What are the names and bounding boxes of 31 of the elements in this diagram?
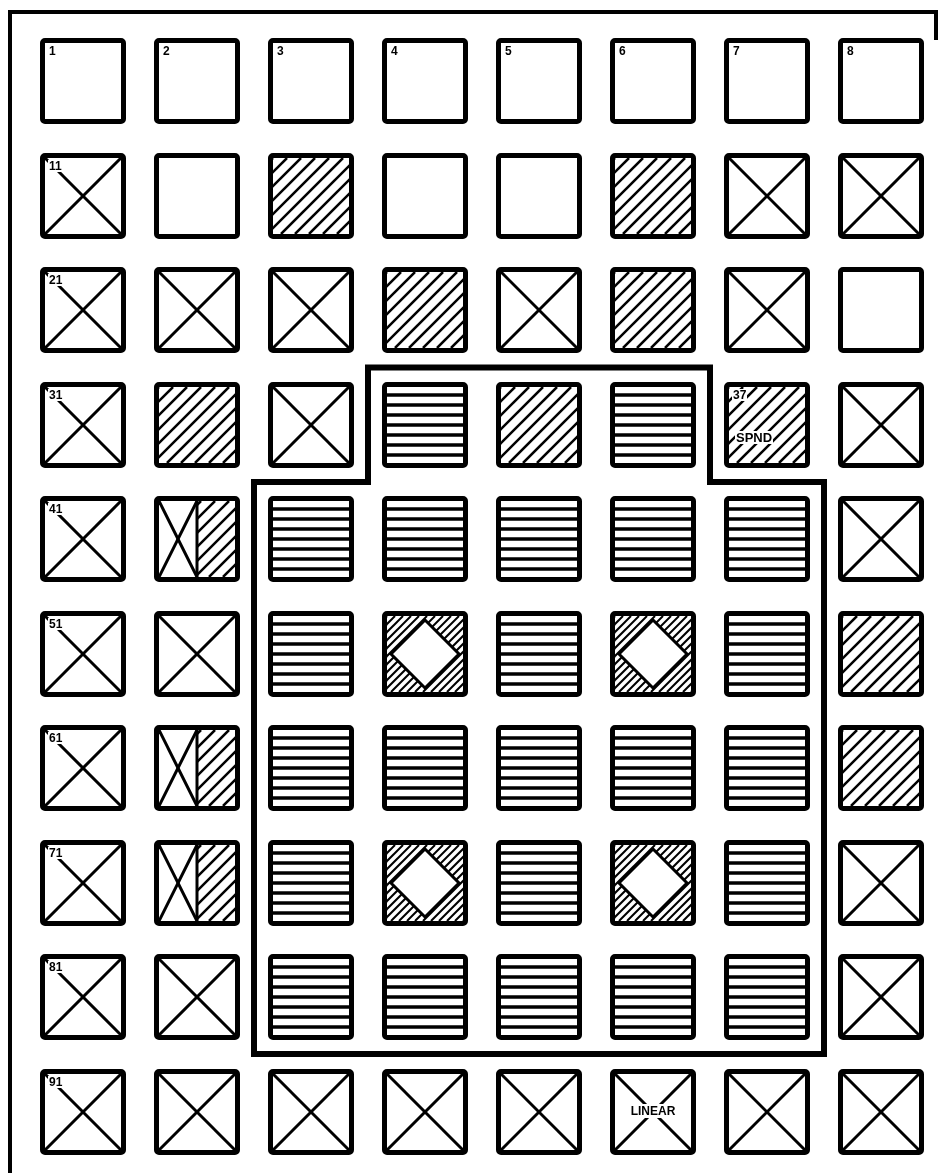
cell-number: 37 — [732, 388, 748, 401]
cell-number: 31 — [48, 388, 64, 401]
empty-square — [496, 152, 582, 239]
empty-square — [838, 38, 924, 124]
empty-square — [838, 267, 924, 353]
cell-number: 11 — [48, 159, 63, 172]
empty-square — [382, 38, 468, 124]
cell-label: SPND — [735, 430, 774, 444]
cell-number: 8 — [846, 45, 855, 57]
cell-number: 51 — [48, 617, 64, 630]
cell-number: 71 — [48, 846, 64, 859]
empty-square — [40, 38, 126, 124]
cell-number: 61 — [48, 732, 64, 744]
empty-square — [268, 38, 354, 124]
empty-square — [382, 152, 468, 239]
cell-number: 91 — [48, 1075, 64, 1088]
cell-number: 81 — [48, 961, 64, 973]
cell-number: 7 — [732, 45, 741, 57]
empty-square — [610, 38, 696, 124]
empty-square — [496, 38, 582, 124]
empty-square — [154, 152, 240, 239]
cell-number: 1 — [48, 45, 57, 57]
cell-number: 41 — [48, 503, 64, 515]
cell-number: 4 — [390, 45, 399, 57]
empty-square — [154, 38, 240, 124]
cell-number: 3 — [276, 45, 285, 57]
cell-number: 2 — [162, 45, 171, 57]
cell-number: 5 — [504, 45, 513, 57]
empty-square — [724, 38, 810, 124]
cell-number: 21 — [48, 274, 64, 286]
cell-number: 6 — [618, 45, 627, 57]
